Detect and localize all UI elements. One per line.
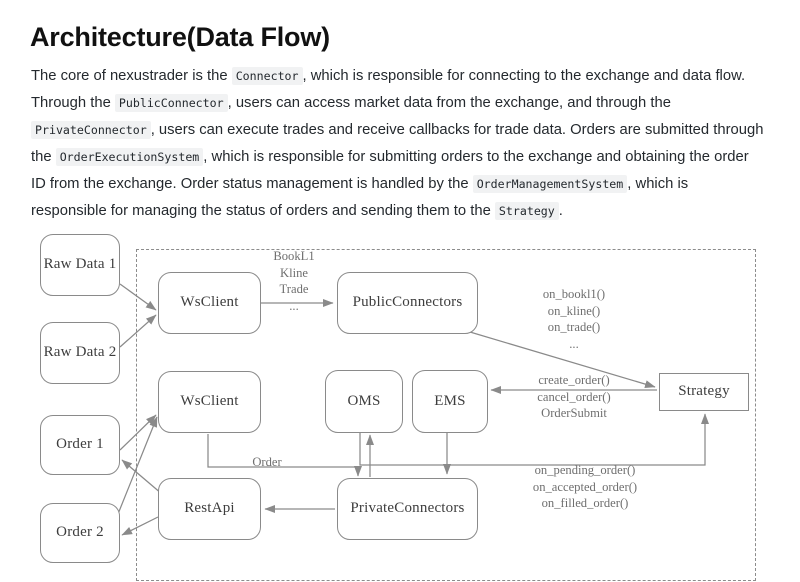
node-order-1[interactable]: Order 1 <box>40 415 120 475</box>
node-ws-client-top[interactable]: WsClient <box>158 272 261 334</box>
edge-publicconnectors-strategy <box>469 331 656 388</box>
page-title: Architecture(Data Flow) <box>30 22 330 53</box>
code-strategy: Strategy <box>494 201 559 220</box>
code-private-connector: PrivateConnector <box>31 120 151 139</box>
edge-oms-strategy-callbacks <box>359 413 709 466</box>
edge-order2-wsclient <box>117 416 158 515</box>
label-market-callbacks: on_bookl1() on_kline() on_trade() ... <box>542 287 606 351</box>
edge-rawdata2-wsclient <box>119 314 157 348</box>
label-order-callbacks: on_pending_order() on_accepted_order() o… <box>532 463 638 511</box>
system-boundary <box>136 249 756 581</box>
edge-rawdata1-wsclient <box>119 283 157 311</box>
node-raw-data-2[interactable]: Raw Data 2 <box>40 322 120 384</box>
node-private-connectors[interactable]: PrivateConnectors <box>337 478 478 540</box>
paragraph-segment-7: . <box>558 202 563 219</box>
code-order-execution-system: OrderExecutionSystem <box>55 147 204 166</box>
label-order: Order <box>252 455 282 469</box>
paragraph-segment-2: , which is responsible for connecting to… <box>31 67 746 111</box>
node-raw-data-1[interactable]: Raw Data 1 <box>40 234 120 296</box>
node-oms[interactable]: OMS <box>325 370 403 433</box>
node-order-2[interactable]: Order 2 <box>40 503 120 563</box>
node-public-connectors[interactable]: PublicConnectors <box>337 272 478 334</box>
code-public-connector: PublicConnector <box>114 93 228 112</box>
edge-wsclient-order-privateconnectors <box>207 434 363 477</box>
paragraph-segment-1: The core of nexustrader is the <box>31 67 232 84</box>
code-order-management-system: OrderManagementSystem <box>472 174 628 193</box>
node-rest-api[interactable]: RestApi <box>158 478 261 540</box>
code-connector: Connector <box>231 66 303 85</box>
node-strategy[interactable]: Strategy <box>659 373 749 411</box>
edge-restapi-order2 <box>121 516 159 536</box>
paragraph-segment-6: , which is responsible for managing the … <box>31 175 689 219</box>
paragraph-segment-4: , users can execute trades and receive c… <box>31 121 764 165</box>
intro-paragraph: The core of nexustrader is the Connector… <box>31 63 767 225</box>
diagram-edges <box>117 283 709 536</box>
paragraph-segment-3: , users can access market data from the … <box>227 94 671 111</box>
label-market-data-stream: BookL1 Kline Trade ... <box>273 249 315 313</box>
paragraph-segment-5: , which is responsible for submitting or… <box>31 148 749 192</box>
label-order-commands: create_order() cancel_order() OrderSubmi… <box>537 373 611 421</box>
edge-restapi-order1 <box>121 459 163 495</box>
node-ems[interactable]: EMS <box>412 370 488 433</box>
node-ws-client-bottom[interactable]: WsClient <box>158 371 261 433</box>
architecture-diagram: Raw Data 1 Raw Data 2 Order 1 Order 2 Ws… <box>0 222 800 582</box>
